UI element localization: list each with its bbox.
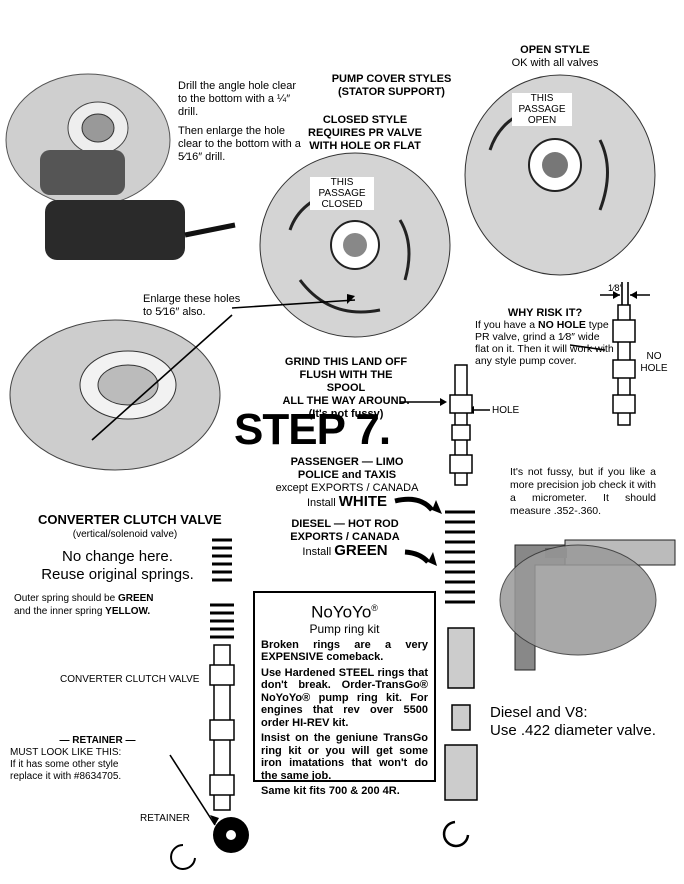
spring-white-note: PASSENGER — LIMO POLICE and TAXIS except… <box>262 456 432 510</box>
spring-colors-prefix: Outer spring should be <box>14 593 118 604</box>
spring-colors-middle: and the inner spring <box>14 606 106 617</box>
converter-clutch-title: CONVERTER CLUTCH VALVE <box>38 512 222 527</box>
passage-open-label: THIS PASSAGE OPEN <box>512 93 572 126</box>
passage-open-line3: OPEN <box>527 115 557 126</box>
retainer-note: — RETAINER — MUST LOOK LIKE THIS: If it … <box>10 735 185 783</box>
green-color: GREEN <box>334 542 388 559</box>
enlarge-note: Enlarge these holes to 5⁄16″ also. <box>143 293 273 319</box>
why-risk-title: WHY RISK IT? <box>507 307 583 319</box>
noyoyo-box: NoYoYo® Pump ring kit Broken rings are a… <box>253 591 436 797</box>
title-line2: (STATOR SUPPORT) <box>338 86 445 98</box>
title-line1: PUMP COVER STYLES <box>331 73 452 85</box>
retainer-label: RETAINER <box>140 813 190 824</box>
clip-ring-icon <box>170 844 196 870</box>
enlarge-line2: to 5⁄16″ also. <box>143 306 206 318</box>
noyoyo-p2: Use Hardened STEEL rings that don't brea… <box>261 666 428 729</box>
converter-clutch-valve-body <box>209 644 235 811</box>
grind-note: GRIND THIS LAND OFF FLUSH WITH THE SPOOL… <box>280 356 412 421</box>
grind-line4: (It's not fussy) <box>308 408 384 420</box>
passage-open-line2: PASSAGE <box>518 104 566 115</box>
converter-clutch-springs <box>210 538 234 639</box>
closed-line3: WITH HOLE OR FLAT <box>309 140 421 152</box>
open-style-label: OPEN STYLE OK with all valves <box>500 44 610 70</box>
green-install: Install <box>302 546 335 558</box>
micrometer-note: It's not fussy, but if you like a more p… <box>510 466 656 517</box>
closed-line1: CLOSED STYLE <box>322 114 408 126</box>
grind-line2: FLUSH WITH THE SPOOL <box>299 369 393 394</box>
noyoyo-p4: Same kit fits 700 & 200 4R. <box>261 785 400 798</box>
micrometer-photo <box>499 539 676 671</box>
arrow-green-head <box>428 552 437 566</box>
retainer-line3: replace it with #8634705. <box>10 771 122 782</box>
why-risk-suffix: type PR valve, grind a 1⁄8″ wide flat on… <box>475 319 614 367</box>
no-hole-label: NO HOLE <box>636 351 672 375</box>
noyoyo-subtitle: Pump ring kit <box>309 621 380 636</box>
white-line3: except EXPORTS / CANADA <box>275 482 419 494</box>
retainer-title: — RETAINER — <box>59 735 136 746</box>
spring-colors-green: GREEN <box>117 593 154 604</box>
white-line2: POLICE and TAXIS <box>297 469 397 481</box>
converter-clutch-subtitle: (vertical/solenoid valve) <box>72 529 178 540</box>
white-line1: PASSENGER — LIMO <box>290 456 404 468</box>
no-hole-line1: NO <box>646 351 662 362</box>
step-title: STEP 7. <box>234 405 391 454</box>
grind-line1: GRIND THIS LAND OFF <box>284 356 408 368</box>
diesel-line1: Diesel and V8: <box>490 704 588 721</box>
no-hole-line2: HOLE <box>640 363 668 374</box>
retainer-line1: MUST LOOK LIKE THIS: <box>10 747 122 758</box>
snap-ring <box>442 820 470 848</box>
drill-note-line2: Then enlarge the hole clear to the botto… <box>178 125 301 163</box>
enlarge-line1: Enlarge these holes <box>143 293 241 305</box>
noyoyo-p3: Insist on the geniune TransGo ring kit o… <box>261 732 428 782</box>
why-risk-bold: NO HOLE <box>538 319 586 331</box>
no-change-line1: No change here. <box>62 548 173 565</box>
noyoyo-title-text: NoYoYo <box>311 602 372 622</box>
drill-pump-photo <box>5 73 236 260</box>
no-hole-valve <box>612 304 636 426</box>
why-risk-prefix: If you have a <box>475 319 539 331</box>
closed-style-label: CLOSED STYLE REQUIRES PR VALVE WITH HOLE… <box>295 114 435 153</box>
passage-closed-line3: CLOSED <box>321 199 363 210</box>
noyoyo-reg: ® <box>371 603 378 613</box>
grind-line3: ALL THE WAY AROUND. <box>282 395 410 407</box>
closed-line2: REQUIRES PR VALVE <box>308 127 422 139</box>
noyoyo-p1: Broken rings are a very EXPENSIVE comeba… <box>261 638 428 664</box>
noyoyo-title: NoYoYo® <box>261 599 428 622</box>
pump-body-photo <box>9 319 221 471</box>
green-line1: DIESEL — HOT ROD <box>291 518 399 530</box>
install-arrows <box>394 496 434 564</box>
green-line2: EXPORTS / CANADA <box>290 531 400 543</box>
pump-cover-styles-title: PUMP COVER STYLES (STATOR SUPPORT) <box>323 73 460 99</box>
passage-closed-line2: PASSAGE <box>318 188 366 199</box>
callout-lines <box>91 282 650 826</box>
no-change-line2: Reuse original springs. <box>41 566 194 583</box>
pr-valve <box>449 364 473 486</box>
spring-colors-yellow: YELLOW. <box>105 606 151 617</box>
open-style-title: OPEN STYLE <box>520 44 590 56</box>
diesel-line2: Use .422 diameter valve. <box>490 722 656 739</box>
arrow-white-head <box>432 500 442 514</box>
open-style-subtitle: OK with all valves <box>511 57 599 69</box>
spring-colors-note: Outer spring should be GREEN and the inn… <box>14 592 204 618</box>
boost-valve <box>444 627 478 801</box>
pressure-spring <box>445 510 475 604</box>
white-install: Install <box>306 497 339 509</box>
drill-note: Drill the angle hole clear to the bottom… <box>178 80 306 164</box>
diesel-note: Diesel and V8: Use .422 diameter valve. <box>490 704 680 740</box>
no-change-note: No change here. Reuse original springs. <box>30 548 205 584</box>
passage-closed-line1: THIS <box>330 177 354 188</box>
passage-closed-label: THIS PASSAGE CLOSED <box>310 177 374 210</box>
retainer-line2: If it has some other style <box>10 759 119 770</box>
white-color: WHITE <box>338 493 388 510</box>
spring-green-note: DIESEL — HOT ROD EXPORTS / CANADA Instal… <box>275 518 415 559</box>
passage-open-line1: THIS <box>530 93 554 104</box>
drill-note-line1: Drill the angle hole clear to the bottom… <box>178 80 297 118</box>
hole-label: HOLE <box>492 405 520 416</box>
eighth-inch-dimension: 1⁄8″ <box>608 283 623 293</box>
why-risk-note: WHY RISK IT? If you have a NO HOLE type … <box>475 307 615 367</box>
converter-clutch-valve-label: CONVERTER CLUTCH VALVE <box>60 674 200 685</box>
